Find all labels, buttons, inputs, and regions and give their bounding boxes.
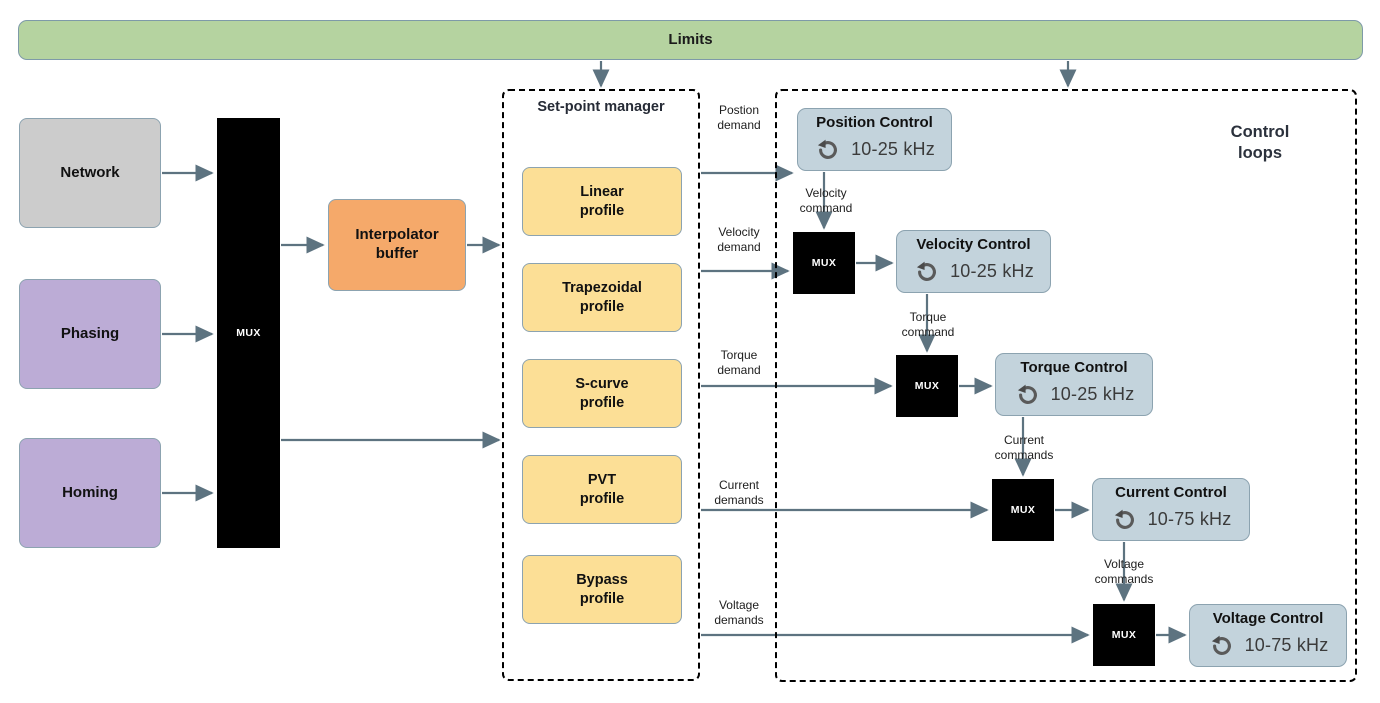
mux-current[interactable]: MUX	[992, 479, 1054, 541]
label-voltage-commands: Voltage commands	[1094, 557, 1154, 586]
interpolator-buffer-label: Interpolator buffer	[355, 226, 439, 262]
label-current-commands: Current commands	[994, 433, 1054, 462]
block-voltage-control[interactable]: Voltage Control 10-75 kHz	[1189, 604, 1347, 667]
circular-arrow-icon	[1014, 381, 1042, 409]
circular-arrow-icon	[1111, 506, 1139, 534]
input-mux-bar[interactable]: MUX	[217, 118, 280, 548]
block-current-control[interactable]: Current Control 10-75 kHz	[1092, 478, 1250, 541]
mux-velocity[interactable]: MUX	[793, 232, 855, 294]
mux-torque[interactable]: MUX	[896, 355, 958, 417]
source-homing[interactable]: Homing	[19, 438, 161, 548]
profile-bypass[interactable]: Bypass profile	[522, 555, 682, 624]
block-torque-control-title: Torque Control	[1020, 359, 1128, 376]
interpolator-buffer[interactable]: Interpolator buffer	[328, 199, 466, 291]
source-phasing-label: Phasing	[60, 324, 120, 342]
mux-voltage[interactable]: MUX	[1093, 604, 1155, 666]
set-point-manager-container	[502, 89, 700, 681]
mux-current-label: MUX	[1010, 504, 1036, 516]
profile-linear[interactable]: Linear profile	[522, 167, 682, 236]
block-velocity-control[interactable]: Velocity Control 10-25 kHz	[896, 230, 1051, 293]
circular-arrow-icon	[1208, 632, 1236, 660]
block-torque-control[interactable]: Torque Control 10-25 kHz	[995, 353, 1153, 416]
profile-s-curve[interactable]: S-curve profile	[522, 359, 682, 428]
label-voltage-demands: Voltage demands	[714, 598, 764, 627]
label-velocity-demand: Velocity demand	[717, 225, 761, 254]
mux-voltage-label: MUX	[1111, 629, 1137, 641]
source-network[interactable]: Network	[19, 118, 161, 228]
circular-arrow-icon	[814, 136, 842, 164]
block-voltage-control-rate: 10-75 kHz	[1244, 635, 1329, 655]
source-phasing[interactable]: Phasing	[19, 279, 161, 389]
profile-pvt[interactable]: PVT profile	[522, 455, 682, 524]
set-point-manager-title: Set-point manager	[537, 99, 665, 115]
label-velocity-command: Velocity command	[799, 186, 853, 215]
block-current-control-title: Current Control	[1115, 484, 1227, 501]
profile-bypass-label: Bypass profile	[576, 572, 628, 607]
input-mux-label: MUX	[236, 327, 261, 339]
label-torque-command: Torque command	[901, 310, 955, 339]
limits-bar[interactable]: Limits	[18, 20, 1363, 60]
block-velocity-control-title: Velocity Control	[916, 236, 1031, 253]
block-voltage-control-title: Voltage Control	[1212, 610, 1324, 627]
profile-trapezoidal[interactable]: Trapezoidal profile	[522, 263, 682, 332]
block-position-control-title: Position Control	[816, 114, 933, 131]
block-position-control[interactable]: Position Control 10-25 kHz	[797, 108, 952, 171]
block-velocity-control-rate: 10-25 kHz	[950, 261, 1034, 281]
control-loops-title: Control loops	[1230, 123, 1290, 163]
label-position-demand: Postion demand	[717, 103, 761, 132]
label-current-demands: Current demands	[714, 478, 764, 507]
mux-velocity-label: MUX	[811, 257, 837, 269]
profile-pvt-label: PVT profile	[579, 472, 625, 507]
limits-label: Limits	[668, 30, 713, 48]
circular-arrow-icon	[913, 258, 941, 286]
block-torque-control-rate: 10-25 kHz	[1050, 384, 1135, 404]
label-torque-demand: Torque demand	[717, 348, 761, 377]
mux-torque-label: MUX	[914, 380, 940, 392]
profile-trapezoidal-label: Trapezoidal profile	[562, 280, 642, 315]
block-current-control-rate: 10-75 kHz	[1147, 509, 1232, 529]
profile-linear-label: Linear profile	[579, 184, 625, 219]
control-loops-container	[775, 89, 1357, 682]
source-homing-label: Homing	[62, 483, 118, 501]
block-position-control-rate: 10-25 kHz	[851, 139, 935, 159]
profile-s-curve-label: S-curve profile	[575, 376, 629, 411]
source-network-label: Network	[60, 163, 120, 181]
